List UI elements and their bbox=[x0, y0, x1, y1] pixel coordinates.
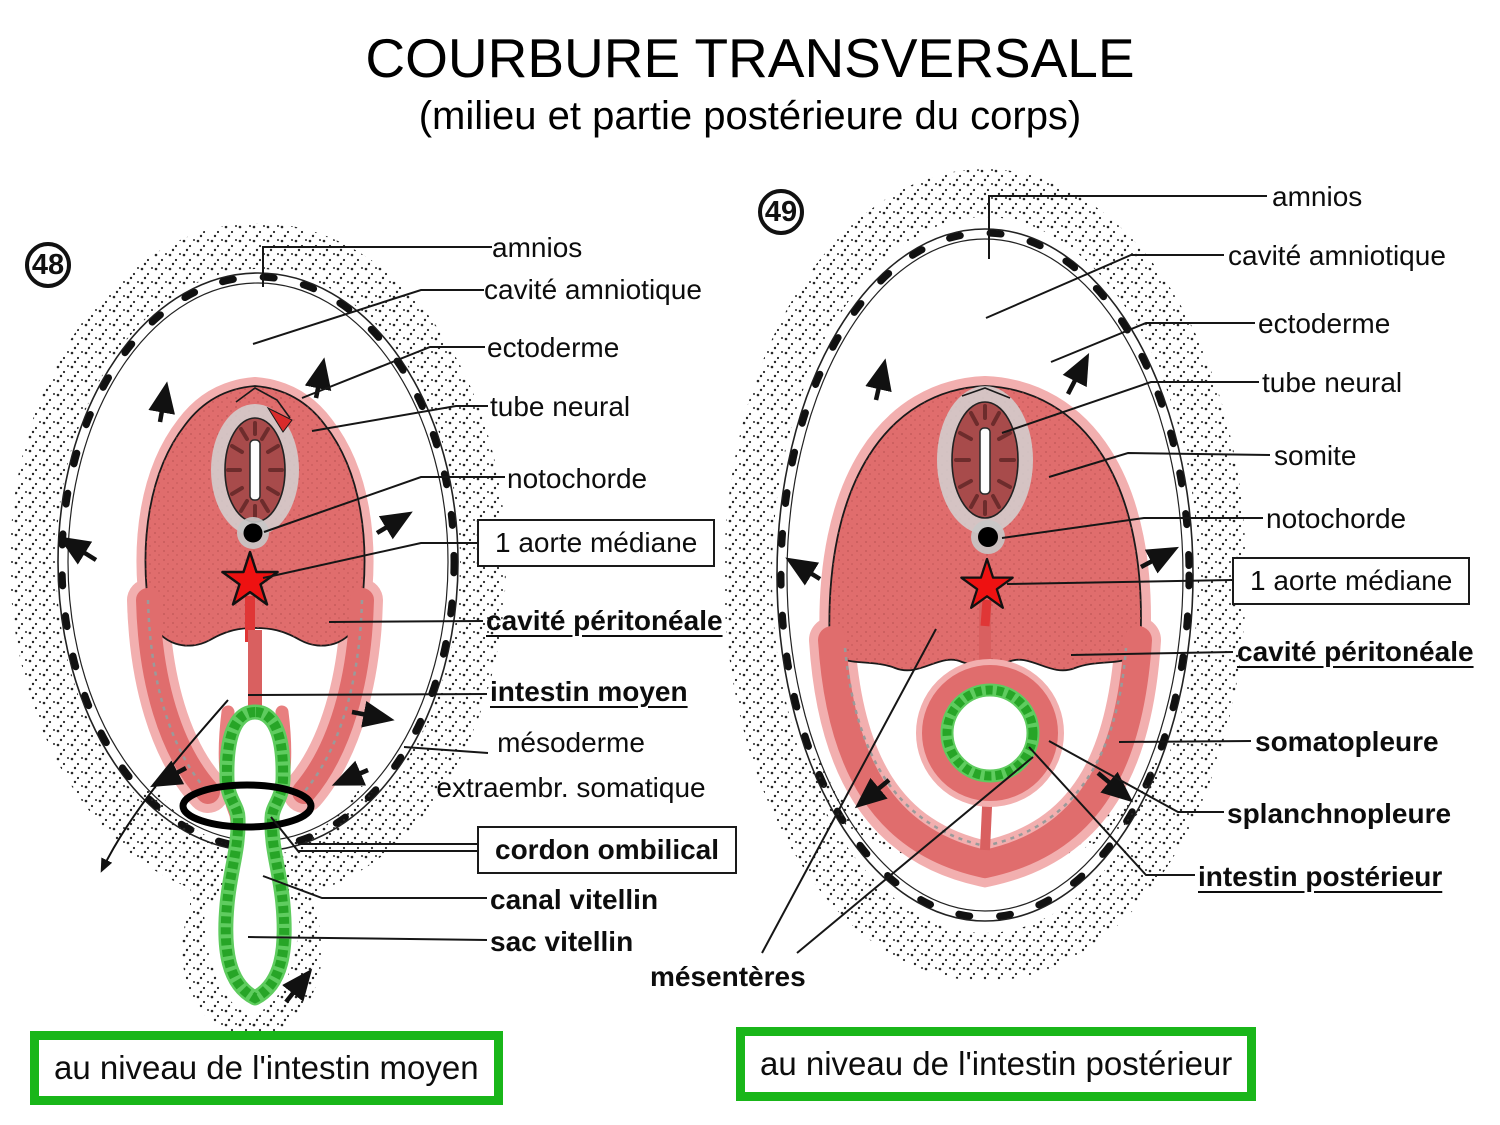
page-title: COURBURE TRANSVERSALE bbox=[365, 27, 1135, 89]
left-midgut-loop bbox=[218, 704, 292, 1006]
right-notochord bbox=[971, 520, 1005, 554]
right-stipple-ring bbox=[724, 169, 1246, 981]
figure-number-48: 48 bbox=[25, 242, 71, 288]
right-aorta-star-icon bbox=[960, 557, 1014, 609]
label-ectoderme-left: ectoderme bbox=[487, 332, 620, 363]
label-amnios-left: amnios bbox=[492, 232, 583, 263]
label-ectoderme-right: ectoderme bbox=[1258, 308, 1391, 339]
label-amnios-right: amnios bbox=[1272, 181, 1363, 212]
left-aorta-star-icon bbox=[221, 550, 279, 606]
caption-intestin-posterieur: au niveau de l'intestin postérieur bbox=[736, 1027, 1257, 1101]
label-mesoderme-extraembryonnaire: mésoderme extraembr. somatique bbox=[420, 727, 722, 804]
label-mesoderme-line2: extraembr. somatique bbox=[436, 772, 706, 803]
label-sac-vitellin: sac vitellin bbox=[490, 926, 634, 957]
label-intestin-posterieur: intestin postérieur bbox=[1198, 861, 1443, 892]
label-mesenteres: mésentères bbox=[650, 961, 806, 992]
left-leader-lines bbox=[247, 246, 505, 941]
page-subtitle: (milieu et partie postérieure du corps) bbox=[418, 94, 1082, 138]
right-aorta-streak bbox=[980, 599, 992, 627]
left-neural-tube bbox=[211, 387, 299, 536]
left-embryo-figure bbox=[10, 223, 506, 1038]
caption-intestin-moyen: au niveau de l'intestin moyen bbox=[30, 1031, 503, 1105]
label-cavite-amniotique-left: cavité amniotique bbox=[484, 274, 702, 305]
left-notochord bbox=[237, 517, 269, 549]
label-aorte-mediane-left: 1 aorte médiane bbox=[477, 519, 716, 567]
right-growth-arrows bbox=[785, 352, 1179, 809]
label-intestin-moyen: intestin moyen bbox=[490, 676, 688, 707]
label-mesoderme-line1: mésoderme bbox=[497, 727, 645, 758]
right-leader-lines bbox=[761, 195, 1271, 954]
label-cavite-peritoneale-left: cavité péritonéale bbox=[486, 605, 723, 636]
label-tube-neural-left: tube neural bbox=[490, 391, 631, 422]
label-cavite-peritoneale-right: cavité péritonéale bbox=[1237, 636, 1474, 667]
right-neural-tube bbox=[937, 386, 1033, 534]
label-somatopleure: somatopleure bbox=[1255, 726, 1439, 757]
label-notochorde-left: notochorde bbox=[507, 463, 648, 494]
left-growth-arrows bbox=[58, 357, 413, 1004]
figure-number-49: 49 bbox=[758, 189, 804, 235]
label-notochorde-right: notochorde bbox=[1266, 503, 1407, 534]
left-fold-arrow bbox=[100, 699, 229, 873]
label-canal-vitellin: canal vitellin bbox=[490, 884, 659, 915]
right-embryo-figure bbox=[724, 169, 1271, 981]
label-cordon-ombilical: cordon ombilical bbox=[477, 826, 738, 874]
right-hindgut bbox=[916, 659, 1064, 807]
label-aorte-mediane-right: 1 aorte médiane bbox=[1232, 557, 1471, 605]
left-umbilical-ring bbox=[179, 781, 315, 831]
label-cavite-amniotique-right: cavité amniotique bbox=[1228, 240, 1446, 271]
label-tube-neural-right: tube neural bbox=[1262, 367, 1403, 398]
label-splanchnopleure: splanchnopleure bbox=[1227, 798, 1452, 829]
label-somite: somite bbox=[1274, 440, 1357, 471]
